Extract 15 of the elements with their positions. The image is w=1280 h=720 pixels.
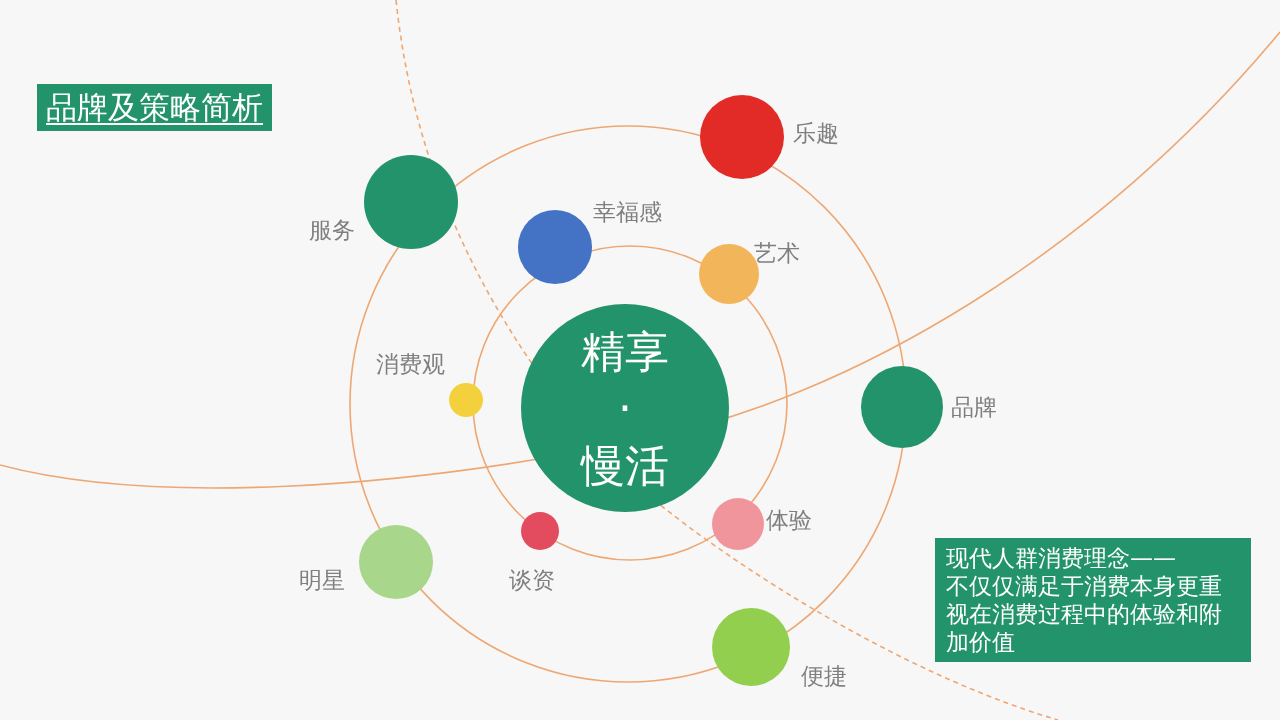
topic-label: 服务: [309, 216, 355, 244]
topic-label: 明星: [299, 566, 345, 594]
topic-label: 品牌: [951, 393, 997, 421]
topic-label: 消费观: [375, 350, 445, 378]
topic-label: 乐趣: [793, 119, 839, 147]
topic-label: 便捷: [801, 662, 847, 690]
topic-label: 艺术: [754, 239, 800, 267]
topic-label: 幸福感: [592, 198, 662, 226]
note-text: 不仅仅满足于消费本身更重视在消费过程中的体验和附加价值: [946, 572, 1223, 656]
topic-label: 谈资: [509, 566, 555, 594]
title-banner: 品牌及策略简析: [37, 84, 272, 131]
note-box: [935, 538, 1251, 662]
topic-label: 体验: [766, 506, 812, 534]
circle-label: 精享·慢活: [581, 324, 669, 493]
note-heading: 现代人群消费理念——: [946, 544, 1177, 572]
